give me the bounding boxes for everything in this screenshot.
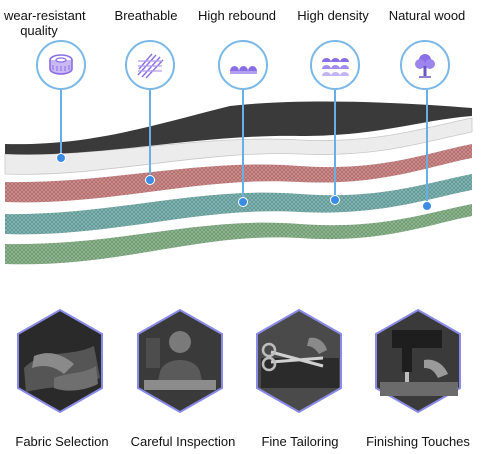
- sewing-machine-photo: [375, 308, 461, 414]
- layer-wear-resistant: [5, 101, 472, 155]
- layer-breathable: [4, 117, 473, 175]
- pointer-line-high-density: [334, 90, 336, 198]
- insole-layers-illustration: [4, 101, 473, 265]
- feature-label-breathable: Breathable: [114, 8, 178, 23]
- feature-label-high-density: High density: [297, 8, 369, 23]
- feature-label-wear-resistant: wear-resistant quality: [4, 8, 86, 38]
- pointer-line-natural-wood: [426, 90, 428, 204]
- process-label-careful-inspection: Careful Inspection: [130, 434, 236, 449]
- pointer-line-high-rebound: [242, 90, 244, 200]
- process-label-fabric-selection: Fabric Selection: [15, 434, 109, 449]
- pointer-dot-high-density: [330, 195, 340, 205]
- leather-hands-photo: [17, 308, 103, 414]
- pointer-dot-breathable: [145, 175, 155, 185]
- tree-icon: [400, 40, 450, 90]
- process-label-finishing-touches: Finishing Touches: [366, 434, 470, 449]
- feature-label-natural-wood: Natural wood: [388, 8, 466, 23]
- pointer-dot-natural-wood: [422, 201, 432, 211]
- pointer-line-breathable: [149, 90, 151, 178]
- feature-label-high-rebound: High rebound: [197, 8, 277, 23]
- wear-resistant-icon: [36, 40, 86, 90]
- pointer-dot-high-rebound: [238, 197, 248, 207]
- pointer-line-wear-resistant: [60, 90, 62, 156]
- density-icon: [310, 40, 360, 90]
- mesh-icon: [125, 40, 175, 90]
- process-label-fine-tailoring: Fine Tailoring: [261, 434, 339, 449]
- scissors-photo: [256, 308, 342, 414]
- pointer-dot-wear-resistant: [56, 153, 66, 163]
- rebound-icon: [218, 40, 268, 90]
- inspection-photo: [137, 308, 223, 414]
